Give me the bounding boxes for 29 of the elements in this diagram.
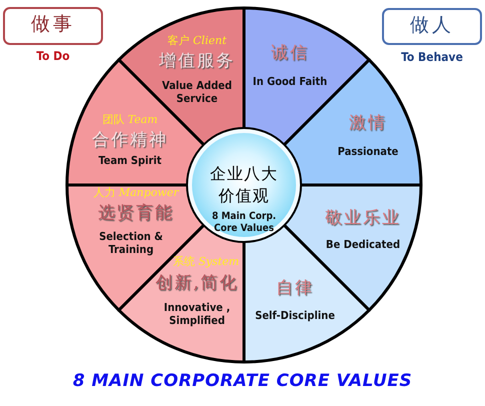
segment-heading: 激情 [348,114,388,134]
segment-label: Selection & Training [98,231,164,256]
segment-tag: 团队 Team [80,114,180,127]
segment-tag: 客户 Client [142,35,252,48]
segment-label: In Good Faith [252,76,328,89]
caption: 8 MAIN CORPORATE CORE VALUES [72,372,414,392]
segment-heading: 自律 [275,279,315,299]
segment-label: Innovative , Simplified [162,302,232,328]
segment-heading: 选贤育能 [97,204,175,224]
title-box [3,7,103,45]
box-caption: To Do [35,50,71,64]
segment-tag: 系统 System [164,256,248,269]
segment-heading: 敬业乐业 [324,209,402,229]
segment-label: Team Spirit [97,155,163,168]
title-box [382,8,482,45]
segment-heading: 增值服务 [158,52,236,72]
center-label: 8 Main Corp. Core Values [210,211,278,234]
segment-heading: 诚信 [270,44,310,64]
box-caption: To Behave [400,51,464,65]
segment-label: Be Dedicated [324,239,402,252]
segment-label: Passionate [336,146,400,159]
center-heading: 企业八大价值观 [209,163,279,207]
segment-label: Self-Discipline [254,310,336,323]
box-text: 做事 [30,14,76,36]
segment-tag: 人力 Manpower [81,187,191,200]
segment-heading: 创新,简化 [154,274,240,294]
box-text: 做人 [409,15,455,37]
segment-label: Value Added Service [161,80,233,106]
segment-heading: 合作精神 [91,131,169,151]
